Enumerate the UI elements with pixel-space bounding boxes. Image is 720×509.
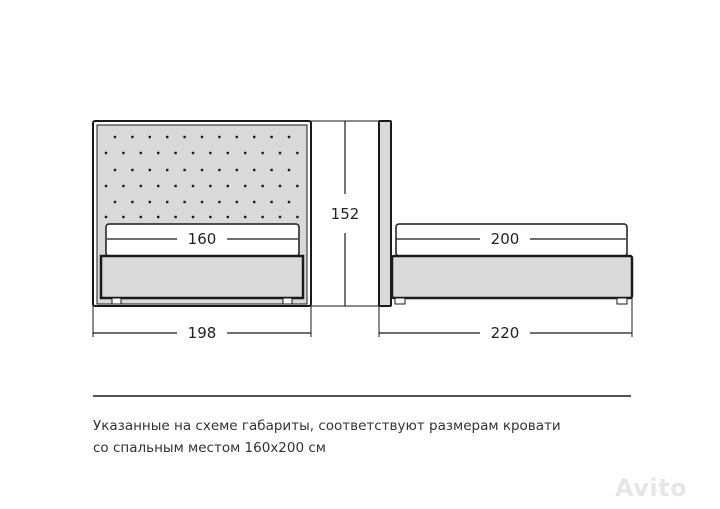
tufting-dot [113, 168, 117, 172]
tufting-dot [131, 135, 134, 139]
side-base [390, 254, 634, 300]
dim-mattress-width: 160 [188, 230, 217, 248]
tufting-dot [157, 184, 160, 188]
tufting-dot [209, 215, 212, 219]
tufting-dot [139, 184, 142, 188]
tufting-dot [278, 184, 282, 188]
tufting-dot [122, 151, 125, 155]
front-base [99, 254, 305, 300]
tufting-dot [253, 168, 256, 172]
tufting-dot [104, 215, 108, 219]
tufting-dot [270, 135, 273, 139]
tufting-dot [296, 151, 299, 155]
tufting-dot [244, 184, 247, 188]
tufting-dot [166, 200, 169, 204]
tufting-dot [104, 151, 108, 155]
tufting-dot [166, 135, 169, 139]
tufting-dot [278, 215, 282, 219]
side-leg-left [394, 297, 406, 305]
tufting-dot [287, 200, 291, 204]
front-leg-left [111, 297, 122, 305]
tufting-dot [287, 168, 291, 172]
caption: Указанные на схеме габариты, соответству… [93, 415, 561, 459]
tufting-dot [253, 200, 256, 204]
tufting-dot [148, 135, 151, 139]
tufting-dot [113, 200, 117, 204]
tufting-dot [270, 168, 273, 172]
tufting-dots [104, 135, 299, 219]
tufting-dot [131, 168, 134, 172]
avito-watermark: Avito [615, 474, 688, 502]
tufting-dot [261, 184, 264, 188]
side-leg-right [616, 297, 628, 305]
tufting-dot [174, 215, 177, 219]
tufting-dot [296, 215, 299, 219]
tufting-dot [226, 184, 229, 188]
tufting-dot [131, 200, 134, 204]
tufting-dot [113, 135, 117, 139]
dim-height: 152 [331, 205, 360, 223]
tufting-dot [218, 200, 221, 204]
tufting-dot [122, 184, 125, 188]
tufting-dot [191, 184, 195, 188]
tufting-dot [200, 200, 204, 204]
tufting-dot [287, 135, 291, 139]
tufting-dot [139, 151, 142, 155]
tufting-dot [148, 200, 151, 204]
caption-line-2: со спальным местом 160x200 см [93, 440, 326, 456]
tufting-dot [218, 135, 221, 139]
side-headboard [378, 120, 392, 307]
tufting-dot [200, 168, 204, 172]
tufting-dot [218, 168, 221, 172]
tufting-dot [148, 168, 151, 172]
tufting-dot [235, 135, 238, 139]
tufting-dot [226, 215, 229, 219]
tufting-dot [244, 151, 247, 155]
tufting-dot [183, 135, 186, 139]
tufting-dot [200, 135, 204, 139]
tufting-dot [166, 168, 169, 172]
tufting-dot [244, 215, 247, 219]
tufting-dot [278, 151, 282, 155]
tufting-dot [235, 168, 238, 172]
tufting-dot [226, 151, 229, 155]
tufting-dot [209, 151, 212, 155]
tufting-dot [183, 168, 186, 172]
dim-overall-width: 198 [188, 324, 217, 342]
dim-overall-length: 220 [491, 324, 520, 342]
dim-mattress-length: 200 [491, 230, 520, 248]
caption-line-1: Указанные на схеме габариты, соответству… [93, 418, 561, 434]
tufting-dot [270, 200, 273, 204]
front-leg-right [282, 297, 293, 305]
tufting-dot [261, 215, 264, 219]
tufting-dot [253, 135, 256, 139]
tufting-dot [296, 184, 299, 188]
tufting-dot [157, 151, 160, 155]
tufting-dot [157, 215, 160, 219]
tufting-dot [174, 151, 177, 155]
tufting-dot [191, 215, 195, 219]
tufting-dot [235, 200, 238, 204]
tufting-dot [174, 184, 177, 188]
tufting-dot [139, 215, 142, 219]
tufting-dot [261, 151, 264, 155]
tufting-dot [191, 151, 195, 155]
tufting-dot [122, 215, 125, 219]
tufting-dot [209, 184, 212, 188]
tufting-dot [104, 184, 108, 188]
tufting-dot [183, 200, 186, 204]
